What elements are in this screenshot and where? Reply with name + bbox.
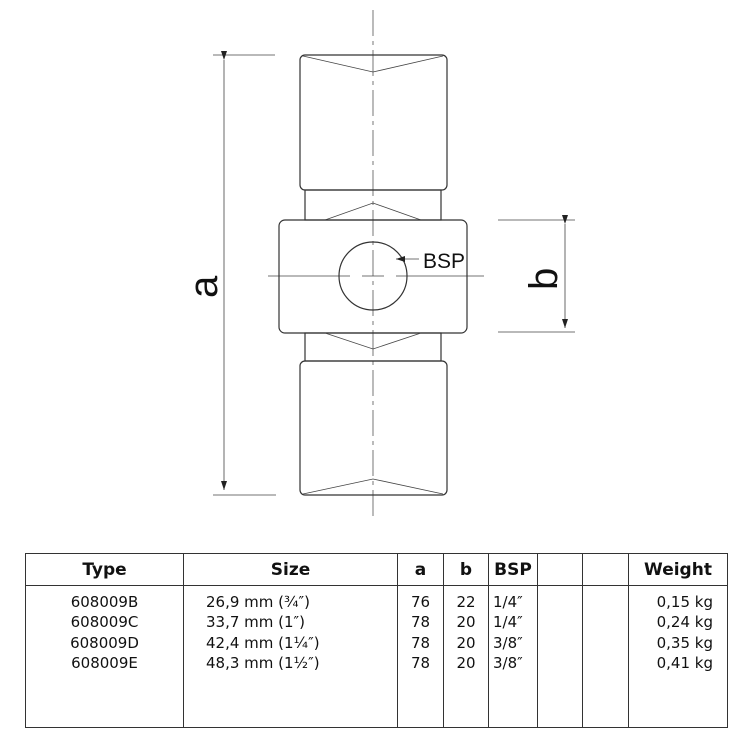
header-weight: Weight bbox=[628, 553, 728, 586]
bsp-column: 1/4″ 1/4″ 3/8″ 3/8″ bbox=[488, 585, 538, 728]
cell-bsp: 3/8″ bbox=[493, 653, 523, 672]
cell-b: 20 bbox=[456, 653, 476, 672]
top-tube-chamfer bbox=[302, 55, 444, 73]
cell-a: 78 bbox=[410, 613, 431, 632]
empty-column-1 bbox=[537, 585, 583, 728]
technical-drawing: a b BSP bbox=[182, 10, 575, 520]
header-bsp: BSP bbox=[488, 553, 538, 586]
cell-type: 608009E bbox=[71, 653, 138, 672]
size-column: 26,9 mm (¾″) 33,7 mm (1″) 42,4 mm (1¼″) … bbox=[183, 585, 398, 728]
lower-hex bbox=[324, 332, 422, 350]
table-body: 608009B 608009C 608009D 608009E 26,9 mm … bbox=[26, 585, 728, 728]
weight-column: 0,15 kg 0,24 kg 0,35 kg 0,41 kg bbox=[628, 585, 728, 728]
cell-bsp: 3/8″ bbox=[493, 633, 523, 652]
type-column: 608009B 608009C 608009D 608009E bbox=[26, 586, 184, 728]
cell-weight: 0,15 kg bbox=[656, 593, 713, 611]
cell-b: 20 bbox=[456, 633, 476, 652]
cell-size: 26,9 mm (¾″) bbox=[206, 593, 311, 611]
upper-hex bbox=[324, 202, 422, 221]
header-type: Type bbox=[25, 553, 184, 586]
header-empty-1 bbox=[537, 553, 583, 586]
header-a: a bbox=[397, 553, 444, 586]
cell-bsp: 1/4″ bbox=[493, 593, 523, 611]
cell-type: 608009C bbox=[70, 613, 139, 632]
table-header-row: Type Size a b BSP Weight bbox=[25, 553, 728, 586]
bottom-tube bbox=[299, 360, 448, 496]
b-column: 22 20 20 20 bbox=[443, 585, 489, 728]
dim-b-label: b bbox=[522, 268, 566, 290]
cell-a: 78 bbox=[410, 633, 431, 652]
center-block bbox=[278, 219, 468, 334]
cell-weight: 0,41 kg bbox=[656, 653, 713, 672]
cell-size: 48,3 mm (1½″) bbox=[206, 653, 320, 672]
bsp-label: BSP bbox=[423, 250, 465, 273]
cell-a: 76 bbox=[410, 593, 431, 611]
header-empty-2 bbox=[582, 553, 629, 586]
cell-size: 42,4 mm (1¼″) bbox=[206, 633, 320, 652]
cell-a: 78 bbox=[410, 653, 431, 672]
header-size: Size bbox=[183, 553, 398, 586]
cell-type: 608009D bbox=[70, 633, 139, 652]
specification-table: Type Size a b BSP Weight 608009B 608009C… bbox=[25, 553, 728, 728]
cell-b: 22 bbox=[456, 593, 476, 611]
bsp-hole bbox=[338, 241, 408, 311]
bottom-tube-chamfer bbox=[302, 478, 444, 495]
empty-column-2 bbox=[582, 585, 629, 728]
top-tube bbox=[299, 54, 448, 191]
cell-weight: 0,35 kg bbox=[656, 633, 713, 652]
cell-size: 33,7 mm (1″) bbox=[206, 613, 306, 632]
cell-b: 20 bbox=[456, 613, 476, 632]
header-b: b bbox=[443, 553, 489, 586]
cell-bsp: 1/4″ bbox=[493, 613, 523, 632]
cell-weight: 0,24 kg bbox=[656, 613, 713, 632]
cell-type: 608009B bbox=[70, 593, 139, 611]
dim-a-label: a bbox=[182, 275, 226, 298]
a-column: 76 78 78 78 bbox=[397, 585, 444, 728]
